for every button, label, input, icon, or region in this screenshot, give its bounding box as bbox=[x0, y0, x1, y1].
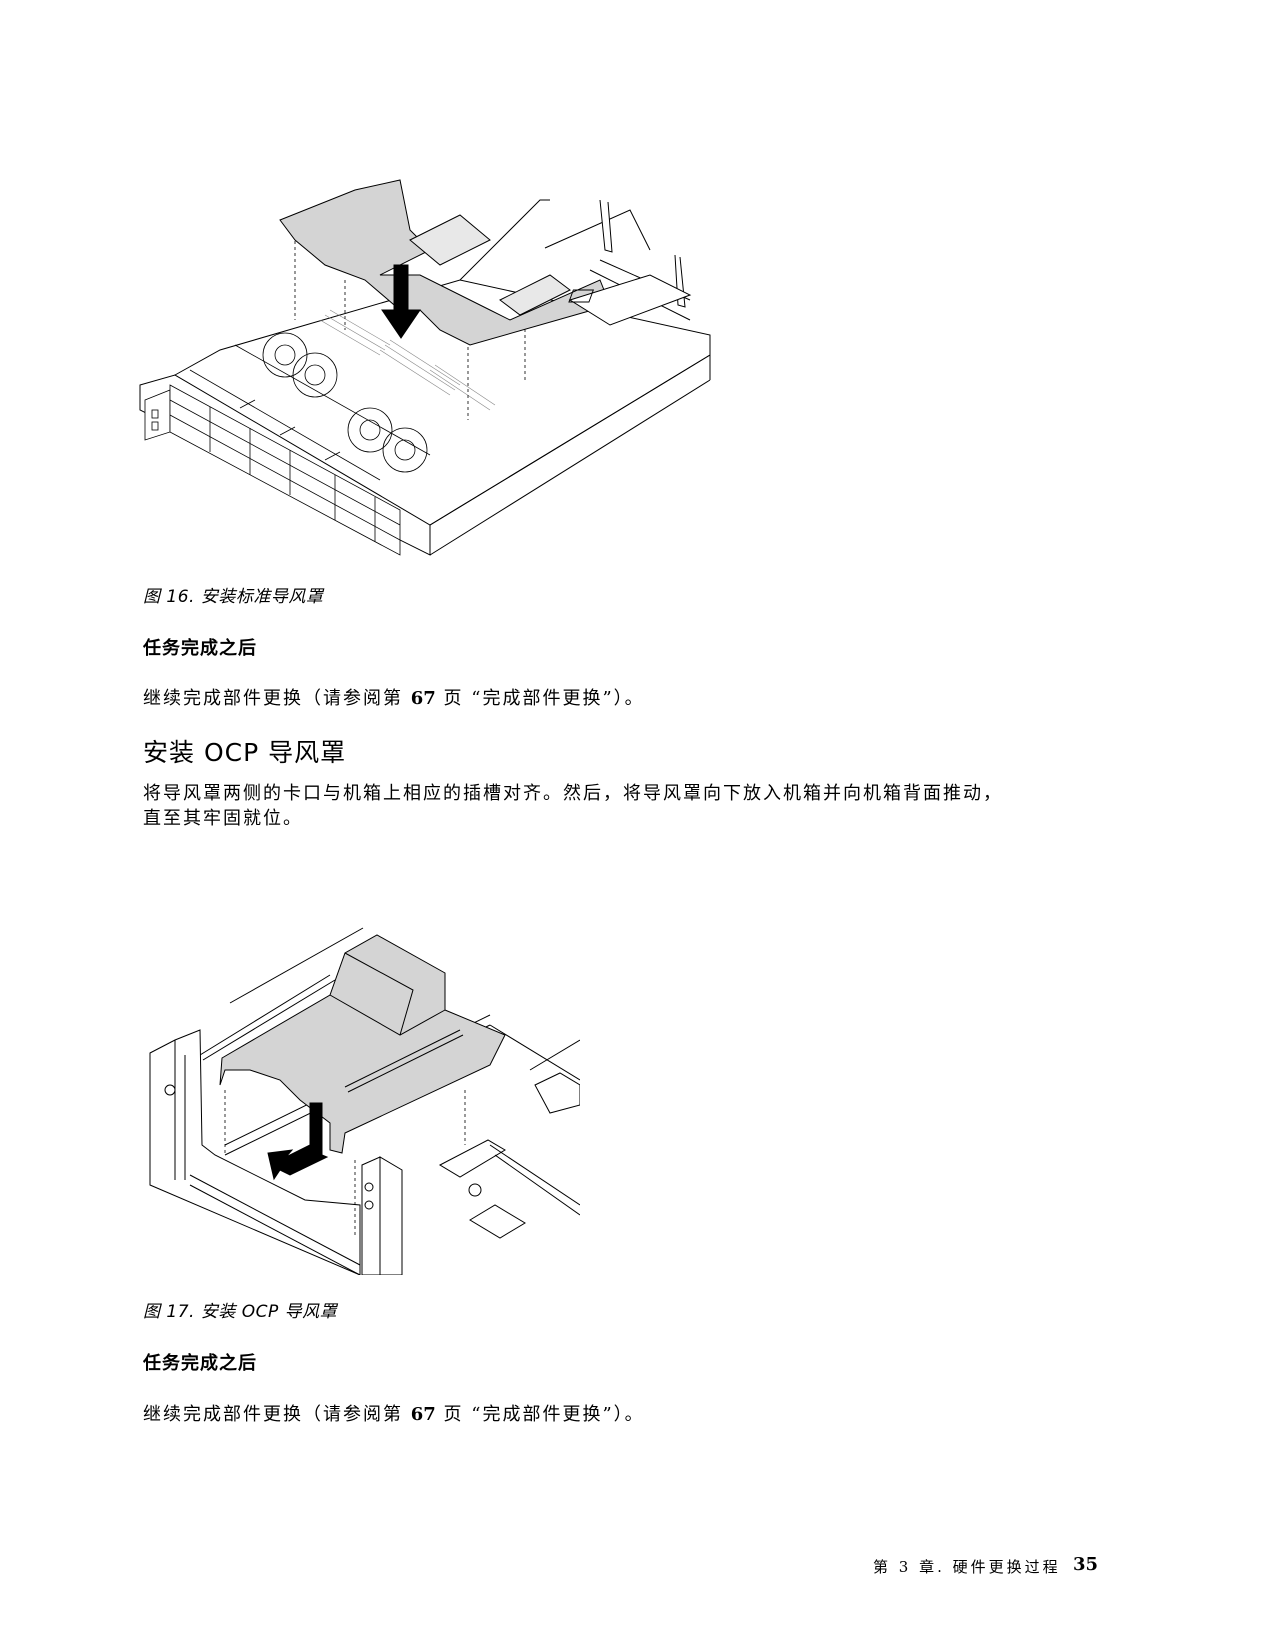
section-subheading: 任务完成之后 bbox=[143, 1353, 257, 1374]
figure-17-caption: 图 17. 安装 OCP 导风罩 bbox=[143, 1297, 337, 1322]
figure-title: 安装 OCP 导风罩 bbox=[200, 1302, 338, 1322]
figure-16-illustration bbox=[130, 170, 730, 560]
figure-number: 图 16. bbox=[143, 587, 195, 607]
page-number: 35 bbox=[1073, 1554, 1099, 1575]
page-reference-link[interactable]: 67 bbox=[410, 688, 436, 709]
section-subheading: 任务完成之后 bbox=[143, 638, 257, 659]
figure-16-caption: 图 16. 安装标准导风罩 bbox=[143, 582, 323, 607]
figure-17-illustration bbox=[130, 875, 580, 1275]
footer-chapter-title: 第 3 章. 硬件更换过程 bbox=[873, 1558, 1061, 1576]
section-heading: 安装 OCP 导风罩 bbox=[143, 738, 347, 767]
cross-reference-paragraph: 继续完成部件更换（请参阅第 67 页 “完成部件更换”）。 bbox=[143, 1404, 645, 1425]
figure-number: 图 17. bbox=[143, 1302, 195, 1322]
cross-reference-paragraph: 继续完成部件更换（请参阅第 67 页 “完成部件更换”）。 bbox=[143, 688, 645, 709]
instruction-paragraph: 将导风罩两侧的卡口与机箱上相应的插槽对齐。然后，将导风罩向下放入机箱并向机箱背面… bbox=[143, 783, 1003, 829]
page-reference-link[interactable]: 67 bbox=[410, 1404, 436, 1425]
figure-title: 安装标准导风罩 bbox=[200, 587, 324, 607]
